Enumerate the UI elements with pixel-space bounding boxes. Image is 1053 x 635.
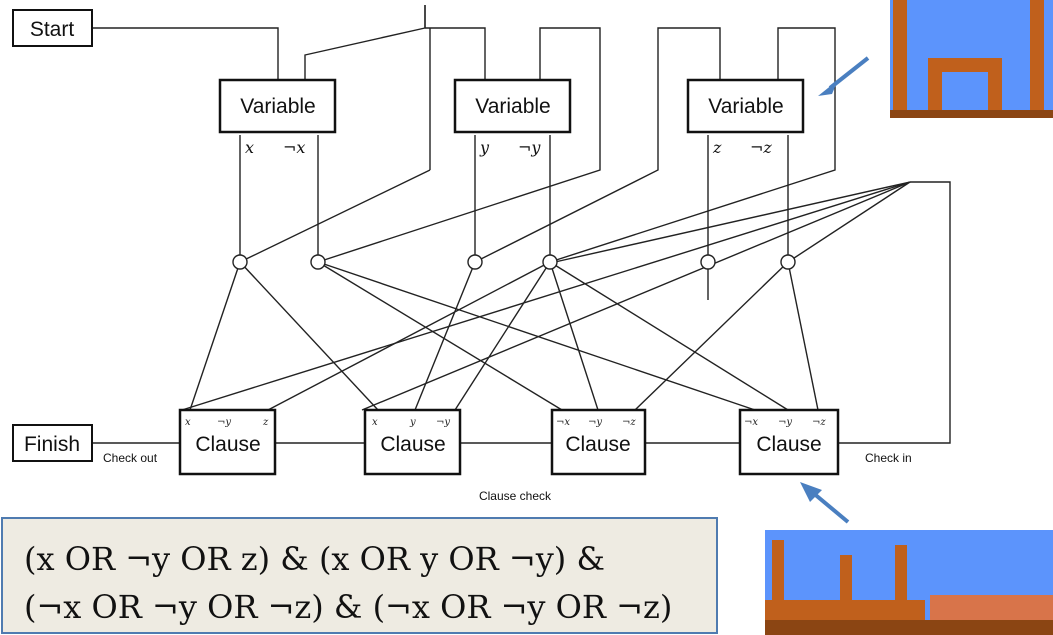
formula-line-1: (x OR ¬y OR z) & (x OR y OR ¬y) &	[24, 540, 605, 578]
formula-box: (x OR ¬y OR z) & (x OR y OR ¬y) & (¬x OR…	[1, 517, 718, 634]
finish-gadget: Finish	[12, 424, 93, 462]
clause-gadget-3: ¬x ¬y ¬z Clause	[550, 408, 647, 476]
svg-text:¬y: ¬y	[217, 417, 231, 428]
svg-text:¬y: ¬y	[518, 138, 541, 157]
svg-text:y: y	[479, 138, 490, 157]
svg-text:Clause: Clause	[565, 433, 630, 456]
clause-gadget-4: ¬x ¬y ¬z Clause	[738, 408, 840, 476]
clause-gadget-1: x ¬y z Clause	[178, 408, 277, 476]
svg-text:¬y: ¬y	[778, 417, 792, 428]
svg-text:¬x: ¬x	[744, 417, 758, 428]
formula-line-2: (¬x OR ¬y OR ¬z) & (¬x OR ¬y OR ¬z)	[24, 588, 672, 626]
svg-text:y: y	[409, 417, 416, 428]
svg-text:Clause: Clause	[195, 433, 260, 456]
svg-text:x: x	[185, 417, 191, 428]
svg-text:Variable: Variable	[708, 95, 784, 118]
variable-gadget-x: Variable x ¬x	[218, 78, 337, 157]
svg-text:¬y: ¬y	[588, 417, 602, 428]
svg-text:z: z	[712, 138, 722, 157]
check-in-label: Check in	[865, 451, 912, 465]
connection-wires	[92, 5, 951, 444]
svg-text:Finish: Finish	[24, 433, 80, 456]
variable-level-thumbnail	[890, 0, 1053, 118]
svg-text:Clause: Clause	[756, 433, 821, 456]
check-out-label: Check out	[103, 451, 158, 465]
clause-level-thumbnail	[765, 530, 1053, 635]
svg-text:Start: Start	[30, 18, 75, 41]
clause-check-label: Clause check	[479, 489, 552, 503]
start-gadget: Start	[12, 9, 93, 47]
svg-text:Variable: Variable	[240, 95, 316, 118]
svg-text:¬x: ¬x	[556, 417, 570, 428]
variable-gadget-z: Variable z ¬z	[686, 78, 805, 157]
clause-gadget-2: x y ¬y Clause	[363, 408, 462, 476]
svg-text:Clause: Clause	[380, 433, 445, 456]
svg-text:¬z: ¬z	[622, 417, 636, 428]
pointer-arrows	[800, 56, 870, 524]
svg-text:x: x	[245, 138, 254, 157]
svg-text:x: x	[372, 417, 378, 428]
svg-text:¬x: ¬x	[283, 138, 305, 157]
junction-nodes	[232, 254, 796, 270]
svg-text:¬z: ¬z	[750, 138, 772, 157]
variable-gadget-y: Variable y ¬y	[453, 78, 572, 157]
svg-text:¬y: ¬y	[436, 417, 450, 428]
svg-text:z: z	[262, 417, 269, 428]
svg-text:Variable: Variable	[475, 95, 551, 118]
svg-text:¬z: ¬z	[812, 417, 826, 428]
